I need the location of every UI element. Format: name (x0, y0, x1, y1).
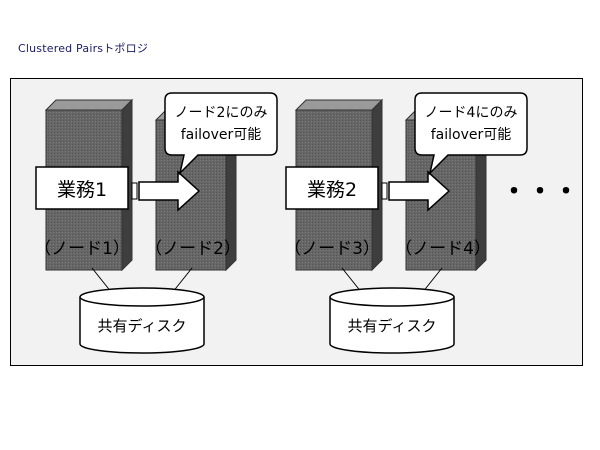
disk-2-label: 共有ディスク (348, 317, 437, 335)
page-title: Clustered Pairsトポロジ (18, 42, 149, 55)
pair-2: 業務2 ノード4にのみ failover可能 （ノード3） （ノード4） 共有デ… (284, 92, 528, 354)
callout-balloon-2 (414, 92, 528, 176)
task-label-2: 業務2 (307, 179, 357, 201)
node-3-label: （ノード3） (284, 239, 380, 259)
task-label-1: 業務1 (57, 179, 107, 201)
node-1-label: （ノード1） (34, 239, 130, 259)
pair-1: 業務1 ノード2にのみ failover可能 （ノード1） （ノード2） 共有デ… (34, 92, 278, 354)
disk-1-label: 共有ディスク (98, 317, 187, 335)
continuation-ellipsis: ・・・ (501, 177, 579, 207)
callout-balloon-1 (164, 92, 278, 176)
balloon-2-line1: ノード4にのみ (425, 105, 518, 121)
balloon-1-line2: failover可能 (181, 127, 262, 143)
balloon-1-line1: ノード2にのみ (175, 105, 268, 121)
task-box-1 (35, 166, 129, 210)
failover-arrow-2 (381, 170, 451, 212)
failover-arrow-1 (131, 170, 201, 212)
node-4-label: （ノード4） (395, 239, 491, 259)
shared-disk-1 (79, 287, 205, 354)
balloon-2-line2: failover可能 (431, 127, 512, 143)
task-box-2 (285, 166, 379, 210)
shared-disk-2 (329, 287, 455, 354)
node-2-label: （ノード2） (145, 239, 241, 259)
